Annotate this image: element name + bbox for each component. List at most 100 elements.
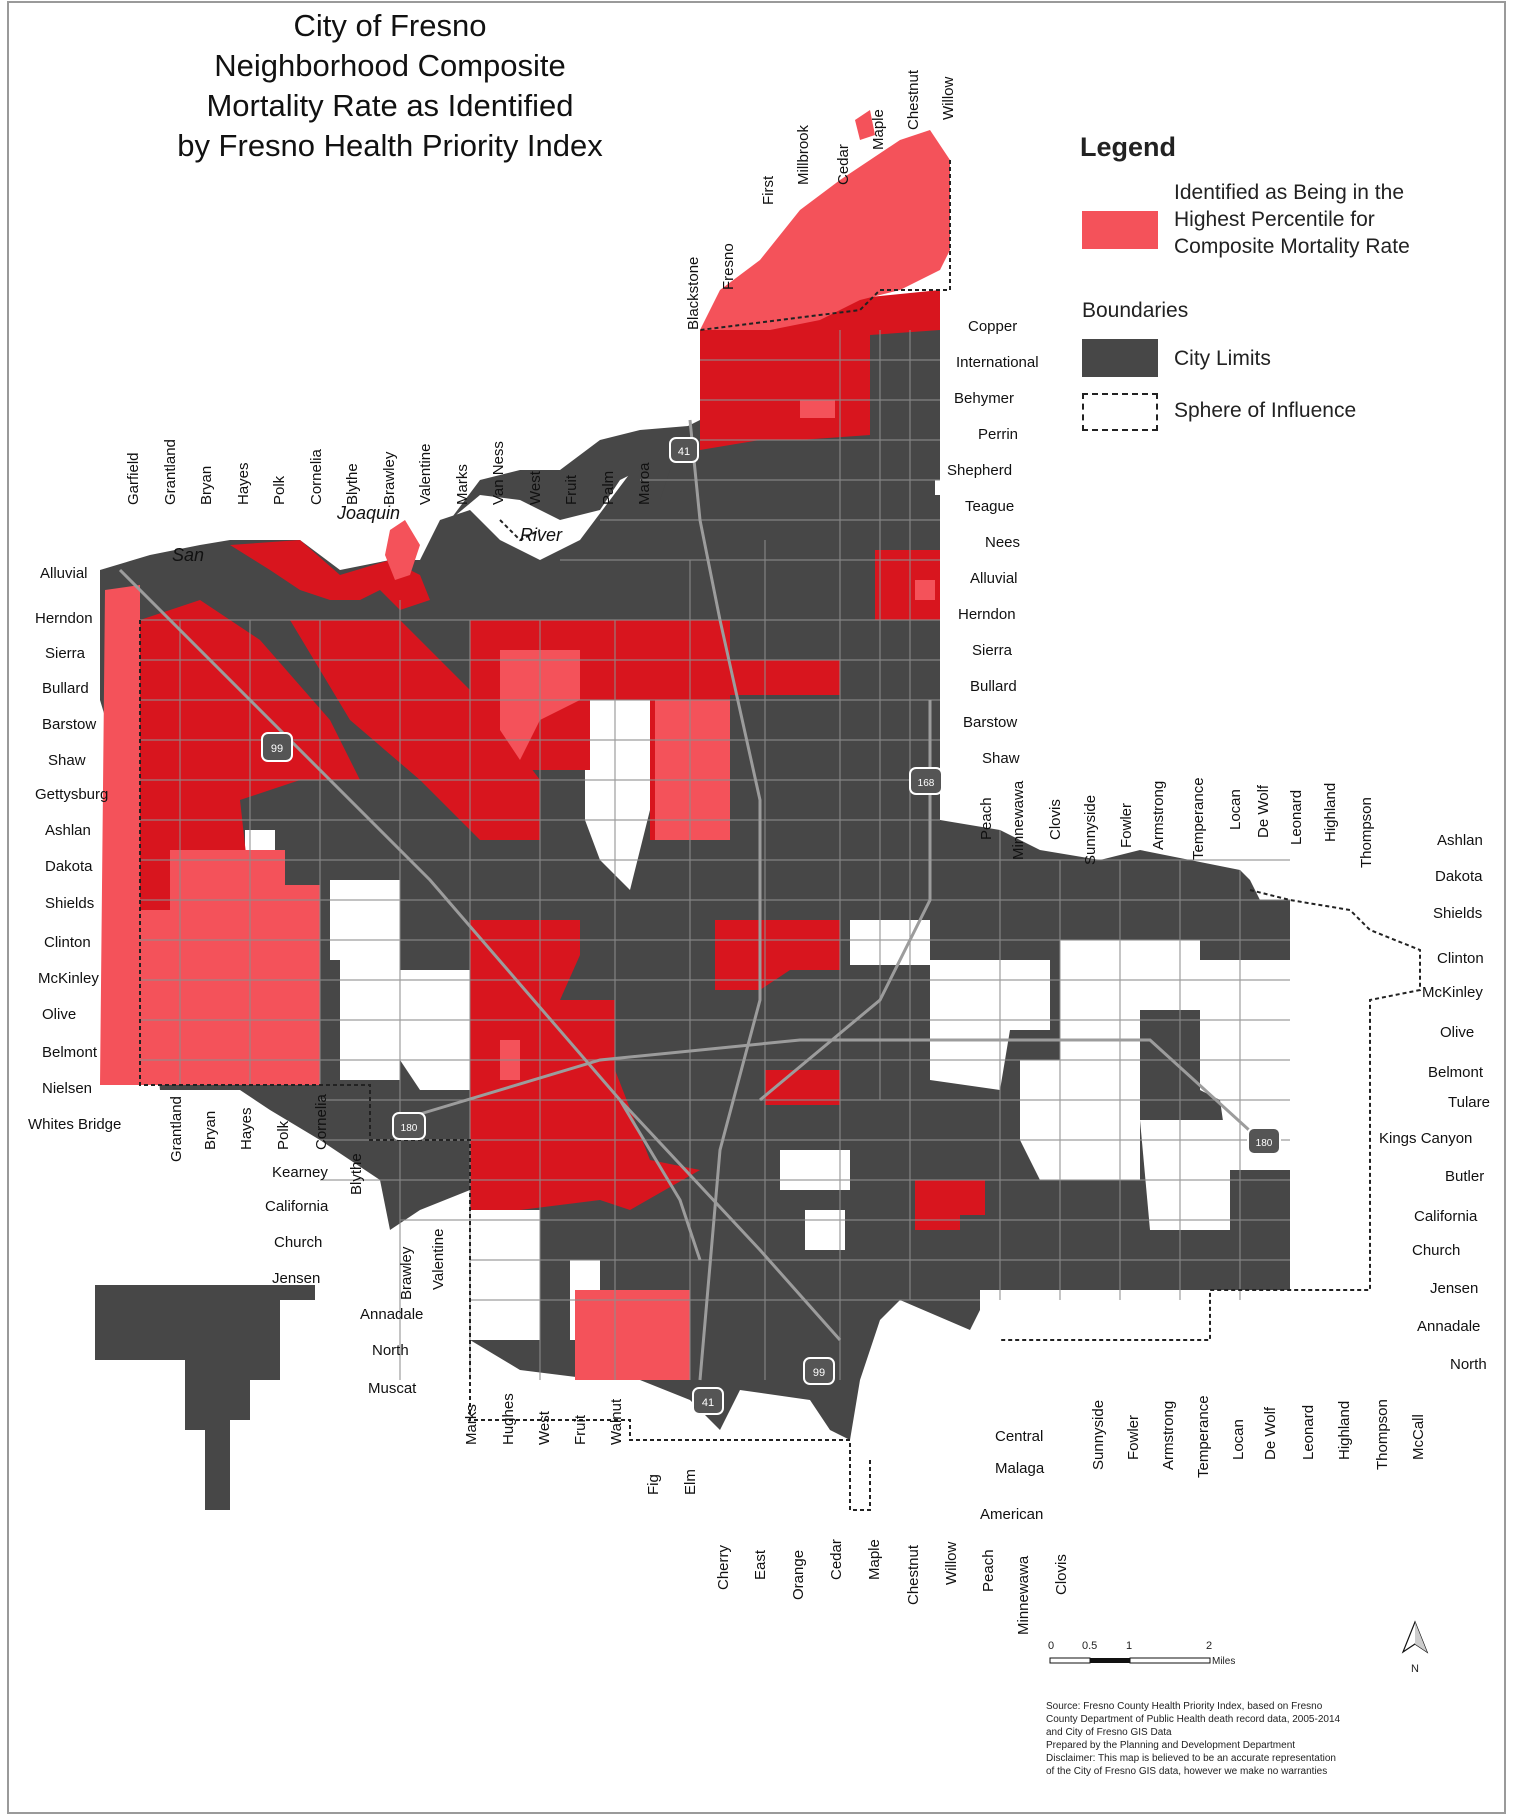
street-label-east-vertical: Locan: [1227, 789, 1244, 830]
street-label-southwest-horizontal: North: [372, 1342, 409, 1359]
street-label-east-horizontal: Clinton: [1437, 950, 1484, 967]
street-label-west-horizontal: Sierra: [45, 645, 86, 662]
street-label-southwest-vertical: Blythe: [348, 1153, 365, 1195]
street-label-southeast-vertical: Highland: [1336, 1400, 1353, 1460]
street-label-east-vertical: Leonard: [1288, 789, 1305, 845]
street-label-mid-horizontal: International: [956, 354, 1039, 371]
street-label-north-vertical: First: [760, 175, 777, 205]
scale-tick-2: 2: [1206, 1640, 1213, 1652]
street-label-east-horizontal: Dakota: [1435, 868, 1483, 885]
street-label-southeast-vertical: Sunnyside: [1090, 1399, 1107, 1470]
street-label-bottom-vertical: Cedar: [828, 1539, 845, 1580]
street-label-top-vertical: Cornelia: [307, 449, 325, 505]
street-label-top-vertical: West: [526, 471, 544, 505]
source-note: Source: Fresno County Health Priority In…: [1046, 1701, 1341, 1777]
street-label-top-vertical: Hayes: [234, 462, 252, 505]
scale-unit: Miles: [1212, 1656, 1236, 1667]
street-label-southeast-vertical: Fowler: [1125, 1414, 1142, 1460]
street-label-southwest-horizontal: Muscat: [368, 1380, 417, 1397]
highway-180-west-label: 180: [401, 1123, 418, 1134]
street-label-southeast-vertical: Armstrong: [1160, 1400, 1177, 1470]
street-label-east-vertical: Clovis: [1047, 799, 1064, 840]
street-label-southwest-horizontal: Jensen: [272, 1270, 321, 1287]
highway-180-east-label: 180: [1256, 1138, 1273, 1149]
street-label-top-vertical: Garfield: [125, 452, 142, 505]
highway-168-label: 168: [918, 778, 935, 789]
street-label-east-vertical: De Wolf: [1255, 784, 1272, 838]
street-label-east-horizontal: Church: [1412, 1242, 1461, 1259]
street-label-top-vertical: Polk: [271, 475, 288, 505]
legend-city-swatch: [1082, 339, 1158, 377]
street-label-south-vertical: Hughes: [500, 1393, 517, 1445]
street-label-east-horizontal: Jensen: [1430, 1280, 1479, 1297]
street-label-southwest-vertical: Bryan: [202, 1110, 219, 1150]
street-label-east-vertical: Armstrong: [1150, 780, 1167, 850]
street-label-top-vertical: Blythe: [344, 463, 361, 505]
street-label-west-horizontal: Shields: [45, 895, 95, 912]
street-label-east-horizontal: Olive: [1440, 1024, 1475, 1041]
street-label-top-vertical: Marks: [453, 464, 471, 505]
legend-sphere-swatch: [1082, 393, 1158, 431]
street-label-south-vertical: Fruit: [572, 1415, 589, 1445]
scale-bar: 0 0.5 1 2 Miles: [1048, 1640, 1235, 1675]
street-label-south-vertical: Marks: [463, 1404, 480, 1445]
legend-sphere-row: Sphere of Influence: [1080, 393, 1500, 459]
street-label-river: River: [520, 525, 563, 545]
title-line-4: by Fresno Health Priority Index: [177, 128, 603, 163]
street-label-south-vertical: Elm: [682, 1469, 699, 1495]
street-label-southeast-vertical: McCall: [1410, 1414, 1427, 1460]
street-label-mid-horizontal: Barstow: [963, 714, 1018, 731]
scale-bar-graphic: [1049, 1657, 1211, 1664]
street-label-mid-horizontal: Behymer: [954, 390, 1015, 407]
street-label-southeast-vertical: De Wolf: [1262, 1406, 1279, 1460]
street-label-southwest-horizontal: California: [265, 1198, 329, 1215]
street-label-west-horizontal: Dakota: [45, 858, 93, 875]
street-label-east-horizontal: California: [1414, 1208, 1478, 1225]
street-label-mid-horizontal: Teague: [965, 498, 1015, 515]
street-label-south-vertical: Fig: [645, 1474, 662, 1495]
river-bank-strip: [450, 425, 700, 520]
north-label: N: [1411, 1663, 1419, 1675]
street-label-southwest-vertical: Valentine: [430, 1228, 447, 1290]
north-arrow-icon: [1401, 1620, 1429, 1654]
highways: [118, 419, 1262, 1381]
street-label-bottom-vertical: Clovis: [1053, 1554, 1070, 1595]
highway-168-shield: 168: [909, 767, 943, 795]
street-label-north-vertical: Willow: [940, 76, 957, 120]
street-label-east-vertical: Highland: [1322, 782, 1339, 842]
highway-41-south-label: 41: [702, 1397, 714, 1409]
street-label-southwest-vertical: Grantland: [168, 1096, 185, 1162]
street-label-top-vertical: Palm: [599, 470, 617, 505]
street-label-north-vertical: Fresno: [720, 243, 737, 290]
street-label-southwest-vertical: Hayes: [238, 1107, 255, 1150]
street-label-river: San: [172, 545, 205, 565]
street-label-southwest-horizontal: Annadale: [360, 1306, 424, 1323]
street-label-east-horizontal: Butler: [1445, 1168, 1485, 1185]
highway-99-north-label: 99: [271, 743, 283, 755]
street-label-bottom-vertical: Cherry: [715, 1544, 732, 1590]
street-label-east-horizontal: Kings Canyon: [1379, 1130, 1473, 1147]
legend-city-row: City Limits: [1080, 339, 1500, 399]
street-label-north-vertical: Millbrook: [795, 124, 812, 185]
street-label-southwest-vertical: Polk: [275, 1120, 292, 1150]
highway-41-north-shield: 41: [669, 437, 699, 463]
legend-highlight-row: Identified as Being in the Highest Perce…: [1080, 181, 1500, 285]
street-label-west-horizontal: Belmont: [42, 1044, 98, 1061]
street-label-mid-horizontal: Herndon: [958, 606, 1016, 623]
street-label-north-vertical: Blackstone: [685, 256, 702, 330]
street-label-mid-horizontal: Bullard: [970, 678, 1017, 695]
street-label-east-vertical: Thompson: [1358, 797, 1375, 868]
street-label-south-vertical: Walnut: [608, 1398, 625, 1445]
legend-city-label: City Limits: [1174, 347, 1271, 370]
street-label-mid-horizontal: Shaw: [982, 750, 1020, 767]
street-label-west-horizontal: Bullard: [42, 680, 89, 697]
highlight-light-areas: [100, 110, 950, 1380]
highway-99-south-label: 99: [813, 1367, 825, 1379]
street-label-southeast-vertical: Thompson: [1374, 1399, 1391, 1470]
scale-tick-0: 0: [1048, 1640, 1055, 1652]
highway-180-west-shield: 180: [392, 1112, 426, 1140]
street-label-west-horizontal: Barstow: [42, 716, 97, 733]
street-label-mid-horizontal: Perrin: [978, 426, 1019, 443]
street-label-east-horizontal: North: [1450, 1356, 1487, 1373]
